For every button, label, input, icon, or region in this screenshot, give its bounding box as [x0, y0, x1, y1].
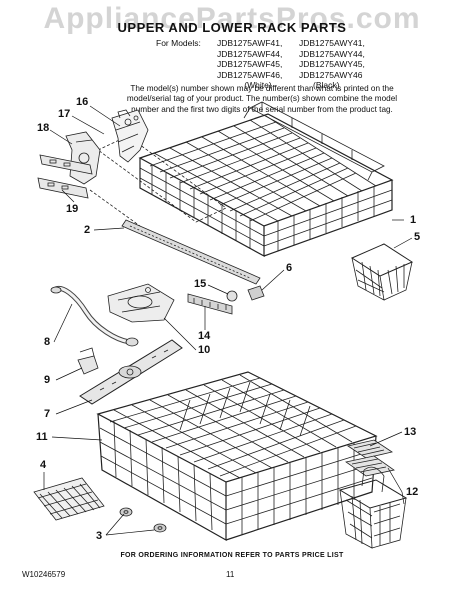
tube-clip — [77, 347, 99, 375]
page-title: UPPER AND LOWER RACK PARTS — [117, 20, 347, 35]
callout-1: 1 — [410, 214, 417, 226]
model-row: JDB1275AWF44, JDB1275AWY44, — [156, 49, 365, 60]
callout-12: 12 — [406, 486, 419, 498]
leader-lines — [43, 105, 413, 536]
page-number: 11 — [226, 570, 235, 579]
model-prefix: For Models: — [156, 38, 201, 48]
callout-5: 5 — [414, 231, 421, 243]
adjuster-bracket — [65, 131, 101, 185]
spray-manifold — [107, 283, 175, 323]
model-number: JDB1275AWY41, — [299, 38, 365, 48]
rack-bracket — [187, 293, 233, 315]
guide-dashed-box — [97, 135, 227, 223]
callout-2: 2 — [84, 224, 91, 236]
callout-17: 17 — [58, 108, 71, 120]
callout-19: 19 — [66, 203, 79, 215]
callout-13: 13 — [404, 426, 417, 438]
lower-spray-arm — [79, 339, 183, 405]
model-list: For Models: JDB1275AWF41, JDB1275AWY41, … — [156, 38, 365, 91]
callout-3: 3 — [96, 530, 103, 542]
model-row: For Models: JDB1275AWF41, JDB1275AWY41, — [156, 38, 365, 49]
model-color-row: (White) (Black) — [156, 80, 365, 91]
rail-stop — [247, 285, 265, 301]
roller-ball — [226, 290, 238, 302]
model-row: JDB1275AWF45, JDB1275AWY45, — [156, 59, 365, 70]
lower-rack — [96, 371, 378, 542]
callout-18: 18 — [37, 122, 50, 134]
adjuster-housing — [111, 109, 149, 163]
color-label-black: (Black) — [313, 80, 340, 91]
model-number: JDB1275AWF46, — [217, 69, 283, 80]
upper-rack — [138, 101, 394, 258]
ordering-footer: FOR ORDERING INFORMATION REFER TO PARTS … — [120, 552, 344, 559]
feed-tube — [50, 286, 139, 347]
model-number: JDB1275AWY46 — [299, 69, 363, 80]
callout-14: 14 — [198, 330, 211, 342]
callout-6: 6 — [286, 262, 293, 274]
model-number: JDB1275AWY45, — [299, 59, 365, 70]
upper-rail — [121, 219, 261, 285]
callout-8: 8 — [44, 336, 51, 348]
callout-7: 7 — [44, 408, 51, 420]
callout-11: 11 — [36, 431, 48, 443]
folding-tine-row — [33, 477, 105, 521]
callout-16: 16 — [76, 96, 89, 108]
small-basket — [350, 243, 414, 301]
document-number: W10246579 — [22, 570, 66, 579]
callout-4: 4 — [40, 459, 47, 471]
callout-15: 15 — [194, 278, 207, 290]
silverware-basket — [338, 439, 408, 549]
rail-bracket — [37, 154, 93, 199]
model-number: JDB1275AWF44, — [217, 48, 283, 59]
model-row: JDB1275AWF46, JDB1275AWY46 — [156, 70, 365, 81]
callout-10: 10 — [198, 344, 211, 356]
model-number: JDB1275AWY44, — [299, 48, 365, 59]
model-number: JDB1275AWF45, — [217, 59, 283, 70]
color-label-white: (White) — [244, 80, 272, 91]
callout-9: 9 — [44, 374, 51, 386]
model-number: JDB1275AWF41, — [217, 38, 283, 48]
rack-wheel — [119, 507, 167, 533]
